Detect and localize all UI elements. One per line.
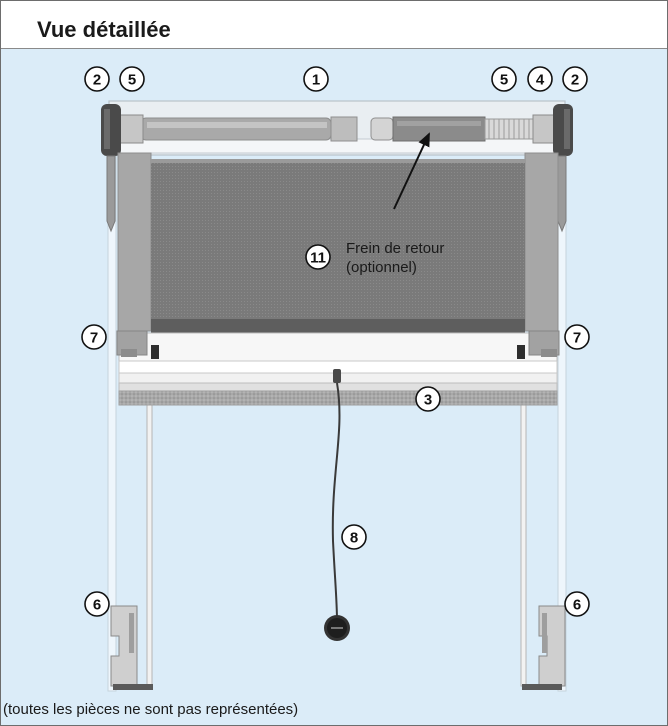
right-floor-holder <box>522 605 566 690</box>
svg-text:2: 2 <box>93 72 101 89</box>
callout-6-right: 6 <box>564 591 590 617</box>
guide-connectors <box>116 330 560 357</box>
svg-text:5: 5 <box>128 72 136 89</box>
callout-3: 3 <box>415 386 441 412</box>
callout-2-left: 2 <box>84 66 110 92</box>
left-floor-holder <box>110 605 153 690</box>
caption: (toutes les pièces ne sont pas représent… <box>3 701 299 718</box>
svg-text:7: 7 <box>90 330 98 347</box>
roller-tube <box>116 114 560 144</box>
return-brake-label: Frein de retour (optionnel) <box>346 239 444 277</box>
svg-text:1: 1 <box>312 72 320 89</box>
callout-5-right: 5 <box>491 66 517 92</box>
return-brake-label-line1: Frein de retour <box>346 240 445 257</box>
callout-8: 8 <box>341 524 367 550</box>
svg-text:5: 5 <box>500 72 508 89</box>
svg-text:8: 8 <box>350 530 358 547</box>
svg-text:2: 2 <box>571 72 579 89</box>
callout-4: 4 <box>527 66 553 92</box>
callout-11: 11 <box>305 244 331 270</box>
svg-text:6: 6 <box>573 597 581 614</box>
right-end-cap <box>553 104 573 233</box>
svg-text:7: 7 <box>573 330 581 347</box>
callout-7-right: 7 <box>564 324 590 350</box>
header: Vue détaillée <box>1 1 667 49</box>
return-brake-spring <box>484 118 536 140</box>
brake-arrow <box>393 132 430 210</box>
callout-2-right: 2 <box>562 66 588 92</box>
callout-7-left: 7 <box>81 324 107 350</box>
svg-text:11: 11 <box>310 250 326 267</box>
svg-text:3: 3 <box>424 392 432 409</box>
left-end-cap <box>101 104 121 233</box>
return-brake-label-line2: (optionnel) <box>346 259 417 276</box>
svg-text:4: 4 <box>536 72 545 89</box>
callout-5-left: 5 <box>119 66 145 92</box>
page-title: Vue détaillée <box>37 17 171 42</box>
fabric-screen <box>151 159 525 333</box>
callout-1: 1 <box>303 66 329 92</box>
svg-text:6: 6 <box>93 597 101 614</box>
callout-6-left: 6 <box>84 591 110 617</box>
pull-cord <box>324 369 350 641</box>
